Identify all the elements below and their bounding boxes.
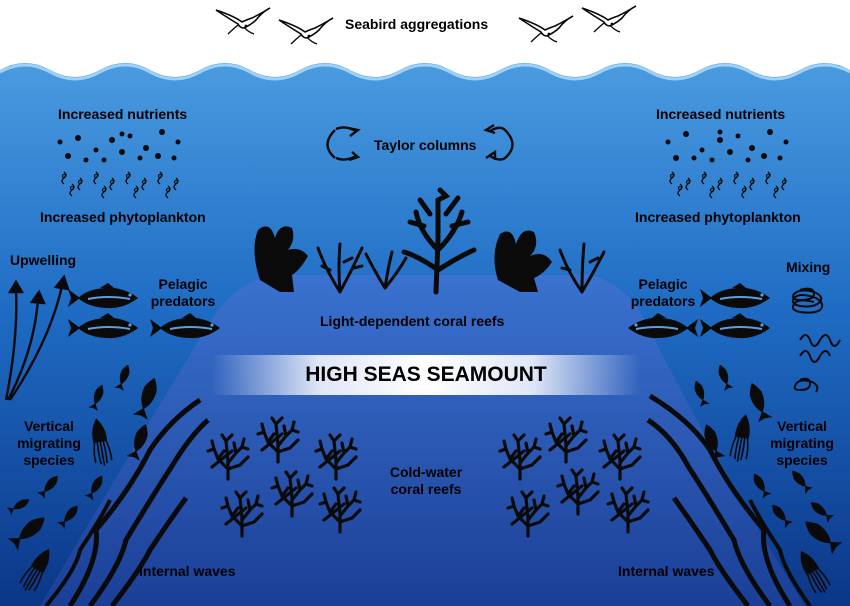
vertical-right-label-3: species [776,452,828,468]
taylor-columns-arrows-icon [326,123,514,162]
vertical-left-label-3: species [23,452,75,468]
vertical-right-label-1: Vertical [777,418,827,434]
cold-coral-label-1: Cold-water [389,464,463,480]
pelagic-left-label-2: predators [150,293,216,309]
nutrient-dots-right [665,129,789,163]
internal-waves-left [44,397,210,606]
mixing-label: Mixing [786,259,831,275]
upwelling-arrows-icon [4,274,70,401]
mixing-spiral-icon [791,287,841,393]
vertical-right-label-2: migrating [770,435,834,451]
pelagic-right-label-2: predators [630,293,696,309]
internal-waves-left-label: Internal waves [139,563,236,579]
phytoplankton-right-label: Increased phytoplankton [635,209,801,225]
nutrient-dots-left [57,129,181,163]
vertical-left-label-1: Vertical [24,418,74,434]
seamount-title: HIGH SEAS SEAMOUNT [305,363,547,386]
nutrients-right-label: Increased nutrients [656,106,786,122]
vertical-left-label-2: migrating [17,435,81,451]
internal-waves-right-label: Internal waves [618,563,715,579]
wave-highlight [0,63,850,81]
internal-waves-right [646,393,812,606]
nutrients-left-label: Increased nutrients [58,106,188,122]
seamount-banner: HIGH SEAS SEAMOUNT [212,355,640,395]
light-dependent-coral-icon [254,187,606,295]
taylor-columns-label: Taylor columns [374,137,477,153]
cold-coral-label-2: coral reefs [390,481,462,497]
upwelling-label: Upwelling [10,252,77,268]
light-coral-label: Light-dependent coral reefs [320,313,505,329]
pelagic-left-label-1: Pelagic [158,276,208,292]
phytoplankton-left-label: Increased phytoplankton [40,209,206,225]
seabird-label: Seabird aggregations [345,16,489,32]
pelagic-right-label-1: Pelagic [638,276,688,292]
